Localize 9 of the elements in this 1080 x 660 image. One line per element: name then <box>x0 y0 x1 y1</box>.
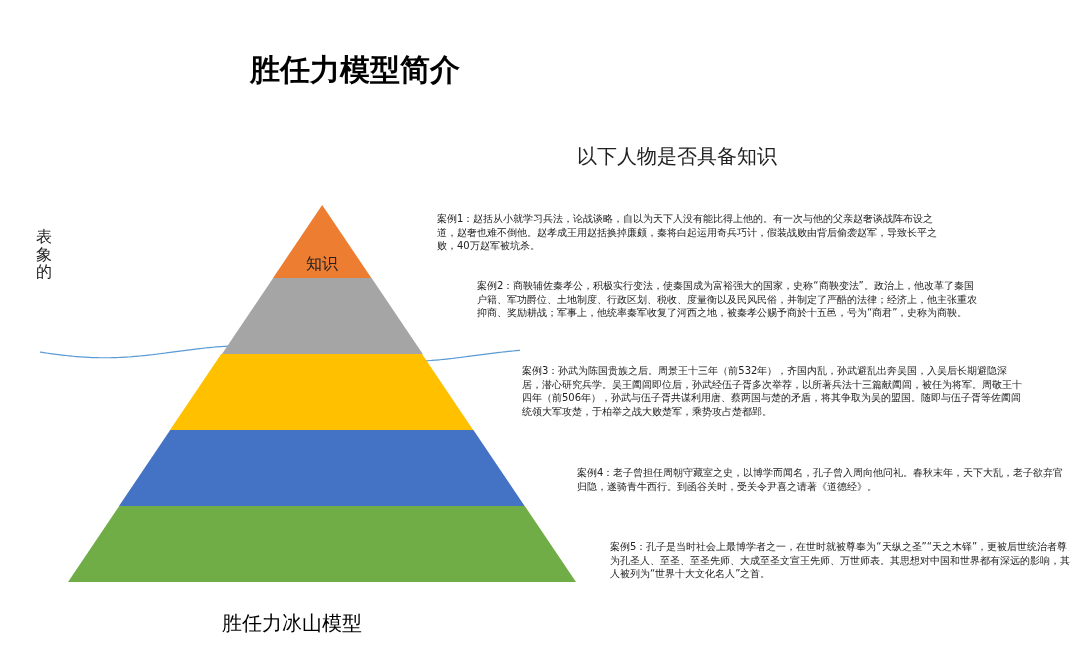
case-text: 案例5：孔子是当时社会上最博学者之一，在世时就被尊奉为“天纵之圣”“天之木铎”，更被后世统治者尊为孔圣人、至圣、至圣先师、大成至圣文宣王先师、万世师表。其思想对中国和世界都有深远的影响，其人被列为“世界十大文化名人”之首。 <box>610 540 1070 581</box>
side-label: 表象的 <box>36 228 52 281</box>
layer-label: 知识 <box>305 254 339 275</box>
case-text: 案例3：孙武为陈国贵族之后。周景王十三年（前532年），齐国内乱，孙武避乱出奔吴国，入吴后长期避隐深居，潜心研究兵学。吴王阖闾即位后，孙武经伍子胥多次举荐，以所著兵法十三篇献阖闾，被任为将军。周敬王十四年（前506年），孙武与伍子胥共谋利用唐、蔡两国与楚的矛盾，将其争取为吴的盟国。随即与伍子胥等佐阖闾统领大军攻楚，于柏举之战大败楚军，乘势攻占楚都郢。 <box>522 364 1023 418</box>
subtitle: 以下人物是否具备知识 <box>577 143 778 170</box>
case-text: 案例4：老子曾担任周朝守藏室之史，以博学而闻名，孔子曾入周向他问礼。春秋末年，天下大乱，老子欲弃官归隐，遂骑青牛西行。到函谷关时，受关令尹喜之请著《道德经》。 <box>577 466 1065 493</box>
title: 胜任力模型简介 <box>250 51 460 89</box>
caption: 胜任力冰山模型 <box>222 610 362 637</box>
case-text: 案例2：商鞅辅佐秦孝公，积极实行变法，使秦国成为富裕强大的国家，史称“商鞅变法”。政治上，他改革了秦国户籍、军功爵位、土地制度、行政区划、税收、度量衡以及民风民俗，并制定了严酷的法律；经济上，他主张重农抑商、奖励耕战；军事上，他统率秦军收复了河西之地，被秦孝公赐予商於十五邑，号为“商君”，史称为商鞅。 <box>477 279 978 320</box>
